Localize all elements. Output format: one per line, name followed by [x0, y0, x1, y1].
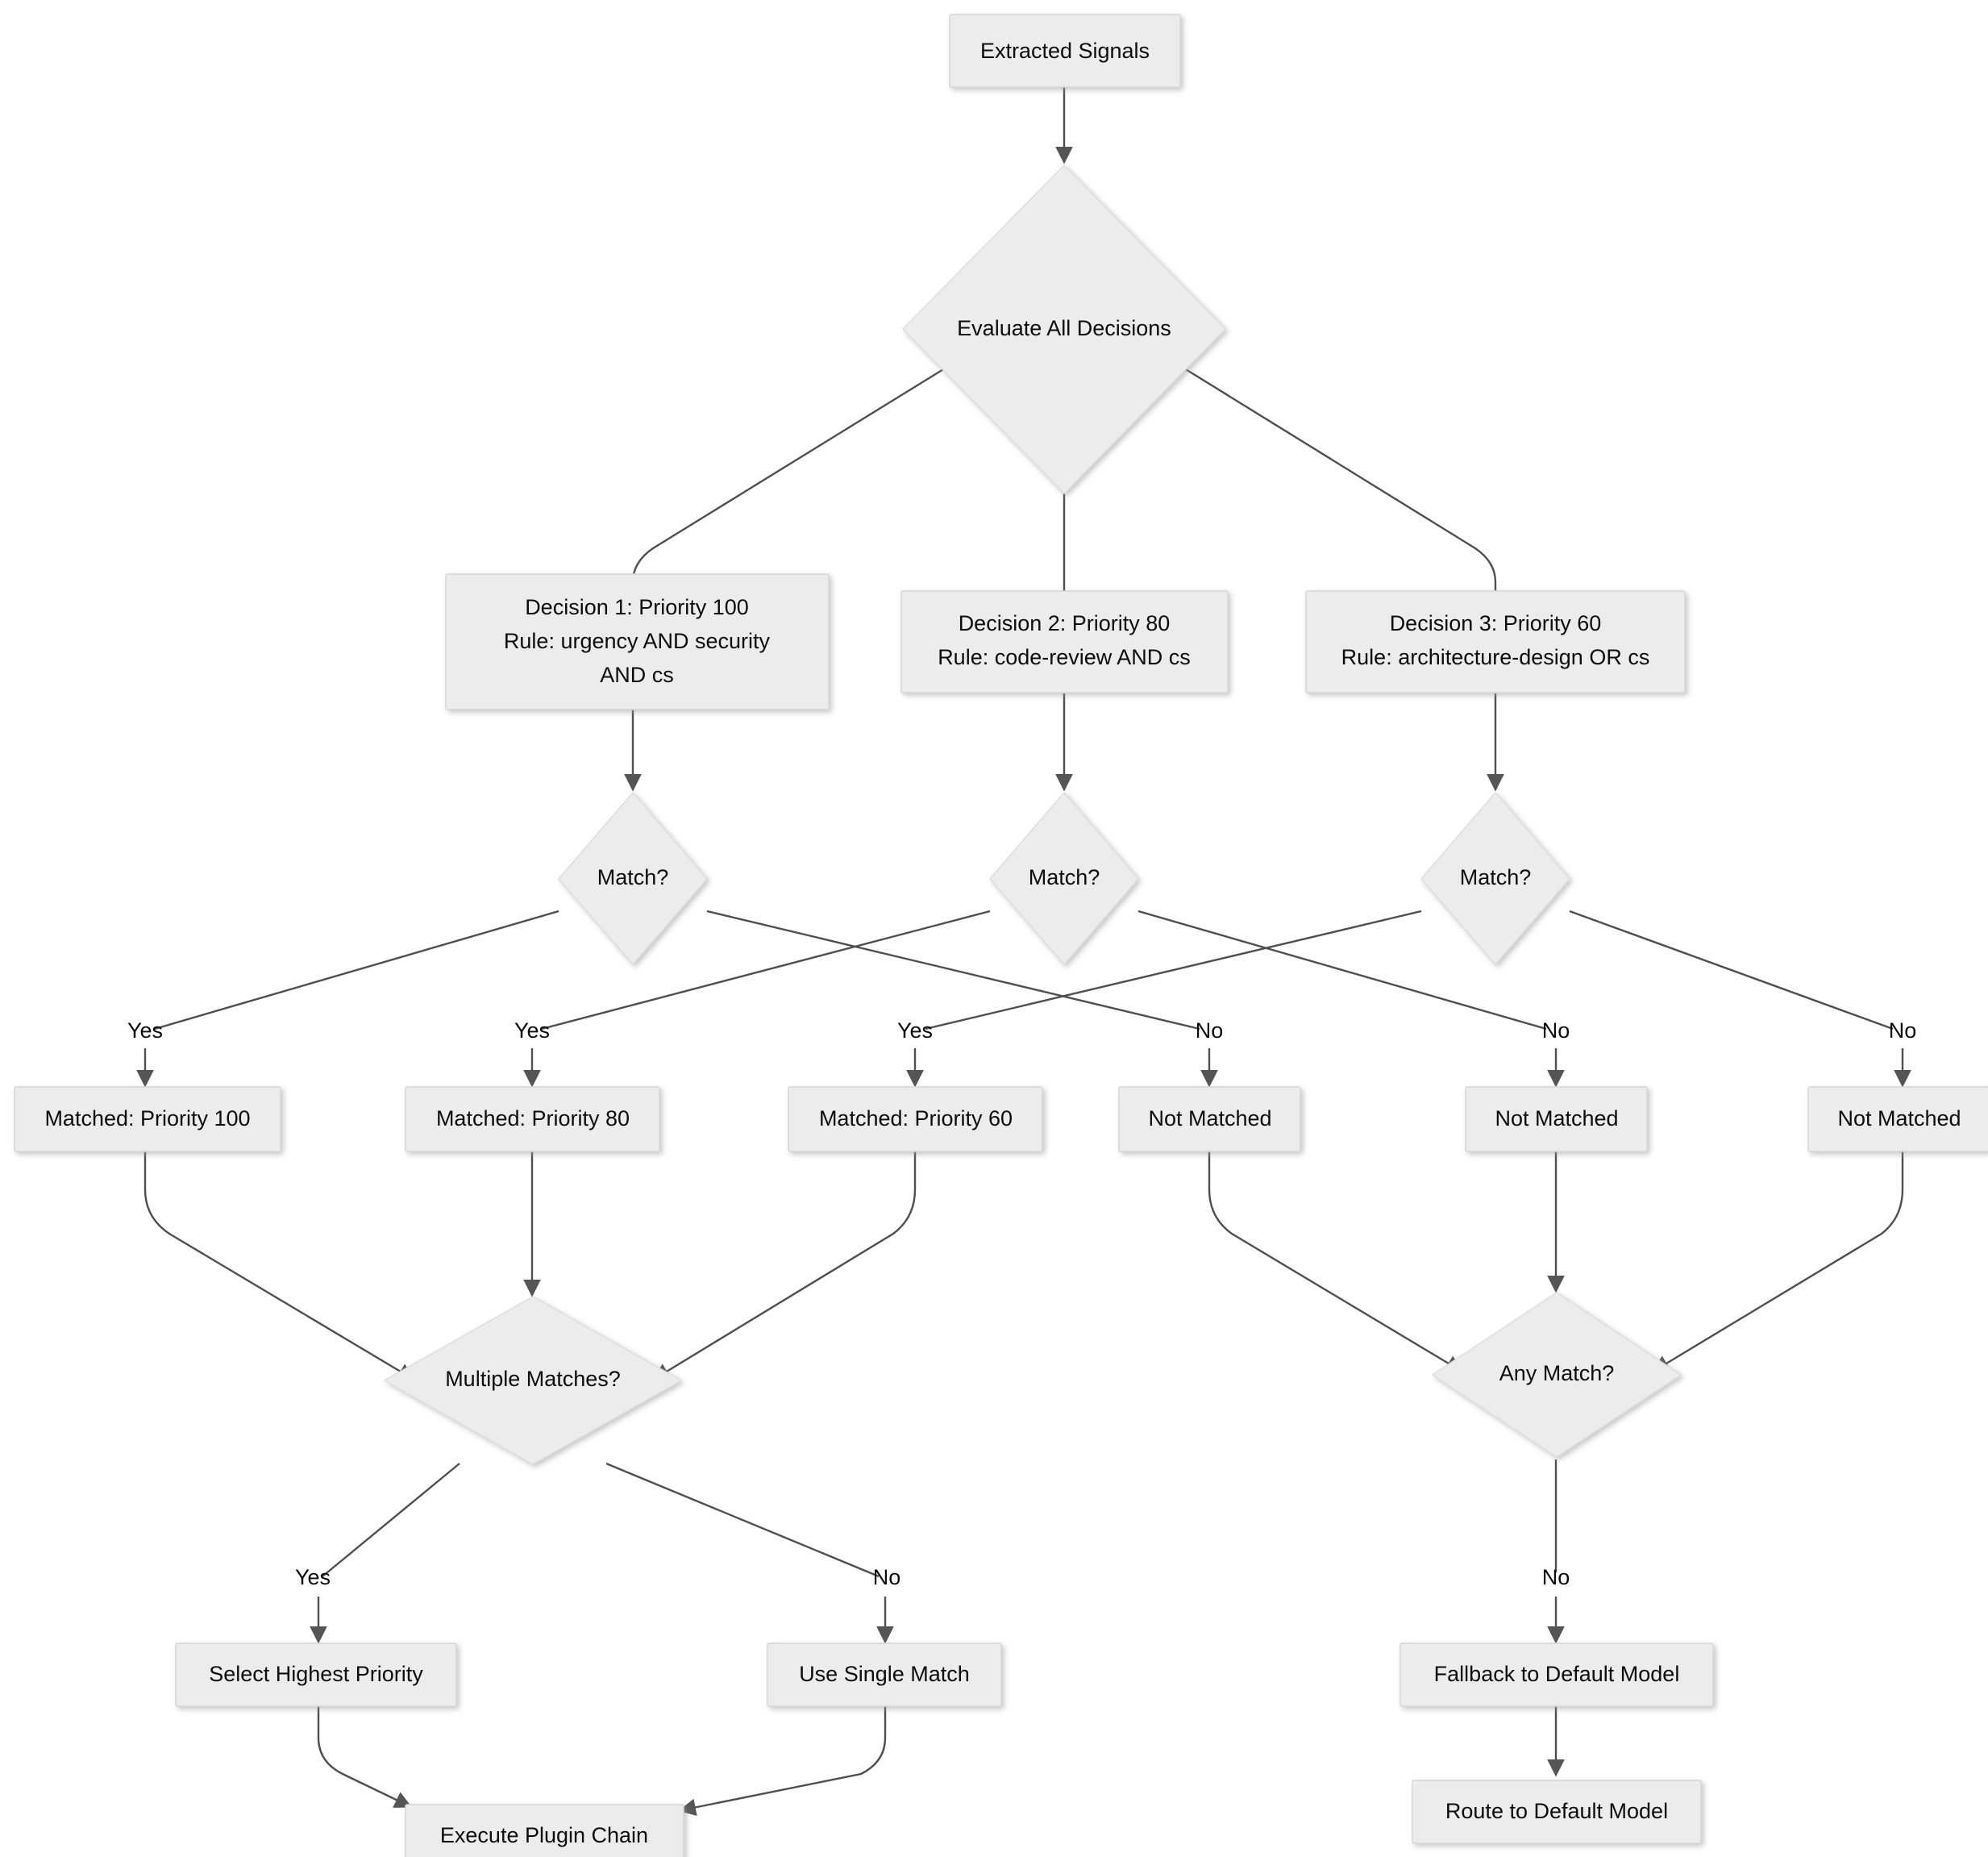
edge-match1-yes: [154, 910, 559, 1031]
nodes-layer: Extracted Signals Evaluate All Decisions…: [14, 14, 1988, 1857]
node-route-default-model-label: Route to Default Model: [1445, 1799, 1668, 1823]
node-decision-1-line-1: Decision 1: Priority 100: [525, 595, 749, 619]
node-match-3-label: Match?: [1460, 865, 1532, 889]
node-matched-80[interactable]: Matched: Priority 80: [405, 1086, 660, 1152]
edges-layer: [136, 87, 1911, 1817]
node-evaluate-all-decisions[interactable]: Evaluate All Decisions: [901, 164, 1227, 495]
node-matched-60-label: Matched: Priority 60: [819, 1106, 1013, 1130]
edge-label-yes-2: Yes: [514, 1018, 550, 1043]
edge-notmatched1-to-anymatch: [1208, 1149, 1464, 1372]
edge-evaluate-to-decision3: [1181, 365, 1504, 610]
node-match-2[interactable]: Match?: [989, 791, 1139, 966]
edge-label-multiple-yes: Yes: [295, 1565, 331, 1589]
node-decision-1-line-3: AND cs: [600, 663, 674, 687]
node-multiple-matches[interactable]: Multiple Matches?: [383, 1296, 683, 1465]
node-decision-2-line-2: Rule: code-review AND cs: [938, 645, 1191, 669]
node-execute-plugin-chain-label: Execute Plugin Chain: [440, 1823, 648, 1847]
edge-evaluate-to-decision1: [624, 365, 948, 610]
edge-match2-yes: [541, 910, 991, 1031]
node-match-1-label: Match?: [597, 865, 669, 889]
node-not-matched-1-label: Not Matched: [1148, 1106, 1271, 1130]
node-not-matched-3-label: Not Matched: [1837, 1106, 1961, 1130]
node-matched-60[interactable]: Matched: Priority 60: [788, 1086, 1043, 1152]
node-matched-100[interactable]: Matched: Priority 100: [14, 1086, 281, 1152]
node-decision-2[interactable]: Decision 2: Priority 80 Rule: code-revie…: [900, 590, 1229, 693]
edge-label-yes-3: Yes: [897, 1018, 933, 1043]
node-fallback-default-model[interactable]: Fallback to Default Model: [1400, 1643, 1714, 1707]
edge-match1-no: [706, 910, 1200, 1031]
node-match-2-label: Match?: [1029, 865, 1100, 889]
node-any-match-label: Any Match?: [1499, 1361, 1615, 1385]
node-decision-3[interactable]: Decision 3: Priority 60 Rule: architectu…: [1305, 590, 1686, 693]
node-select-highest-priority-label: Select Highest Priority: [209, 1662, 423, 1686]
node-extracted-signals-label: Extracted Signals: [980, 39, 1150, 63]
edge-notmatched3-to-anymatch: [1651, 1149, 1904, 1372]
node-fallback-default-model-label: Fallback to Default Model: [1434, 1662, 1680, 1686]
node-use-single-match-label: Use Single Match: [799, 1662, 970, 1686]
node-not-matched-3[interactable]: Not Matched: [1807, 1086, 1988, 1152]
node-select-highest-priority[interactable]: Select Highest Priority: [175, 1643, 457, 1707]
node-evaluate-all-decisions-label: Evaluate All Decisions: [957, 316, 1171, 340]
edge-match3-no: [1569, 910, 1894, 1031]
edge-usesingle-to-execute: [678, 1705, 887, 1817]
edge-label-yes-1: Yes: [127, 1018, 163, 1043]
edge-label-no-3: No: [1889, 1018, 1917, 1043]
node-decision-1-line-2: Rule: urgency AND security: [504, 629, 771, 653]
edge-multiple-no: [605, 1462, 880, 1578]
edge-select-to-execute: [317, 1705, 413, 1808]
edge-label-no-2: No: [1542, 1018, 1570, 1043]
node-match-3[interactable]: Match?: [1420, 791, 1570, 966]
node-decision-2-line-1: Decision 2: Priority 80: [959, 611, 1171, 635]
edge-match3-yes: [925, 910, 1422, 1031]
node-matched-80-label: Matched: Priority 80: [436, 1106, 630, 1130]
node-match-1[interactable]: Match?: [558, 791, 708, 966]
node-execute-plugin-chain[interactable]: Execute Plugin Chain: [405, 1804, 684, 1857]
edge-match2-no: [1137, 910, 1547, 1031]
edge-label-any-no: No: [1542, 1565, 1570, 1589]
node-any-match[interactable]: Any Match?: [1431, 1292, 1682, 1458]
edge-matched100-to-multiple: [143, 1149, 416, 1380]
node-not-matched-2-label: Not Matched: [1495, 1106, 1618, 1130]
edge-multiple-yes: [322, 1463, 460, 1577]
node-decision-3-line-2: Rule: architecture-design OR cs: [1341, 645, 1650, 669]
node-matched-100-label: Matched: Priority 100: [44, 1106, 250, 1130]
node-decision-3-line-1: Decision 3: Priority 60: [1390, 611, 1602, 635]
node-not-matched-1[interactable]: Not Matched: [1118, 1086, 1301, 1152]
edge-matched60-to-multiple: [651, 1149, 917, 1380]
node-use-single-match[interactable]: Use Single Match: [767, 1643, 1002, 1707]
edge-label-multiple-no: No: [873, 1565, 901, 1589]
node-not-matched-2[interactable]: Not Matched: [1465, 1086, 1648, 1152]
node-route-default-model[interactable]: Route to Default Model: [1412, 1780, 1702, 1844]
node-extracted-signals[interactable]: Extracted Signals: [949, 14, 1181, 88]
edge-label-no-1: No: [1196, 1018, 1224, 1043]
node-decision-1[interactable]: Decision 1: Priority 100 Rule: urgency A…: [445, 573, 830, 710]
node-multiple-matches-label: Multiple Matches?: [445, 1367, 621, 1391]
edge-labels-layer: Yes Yes Yes No No No Yes No No: [127, 1018, 1916, 1589]
